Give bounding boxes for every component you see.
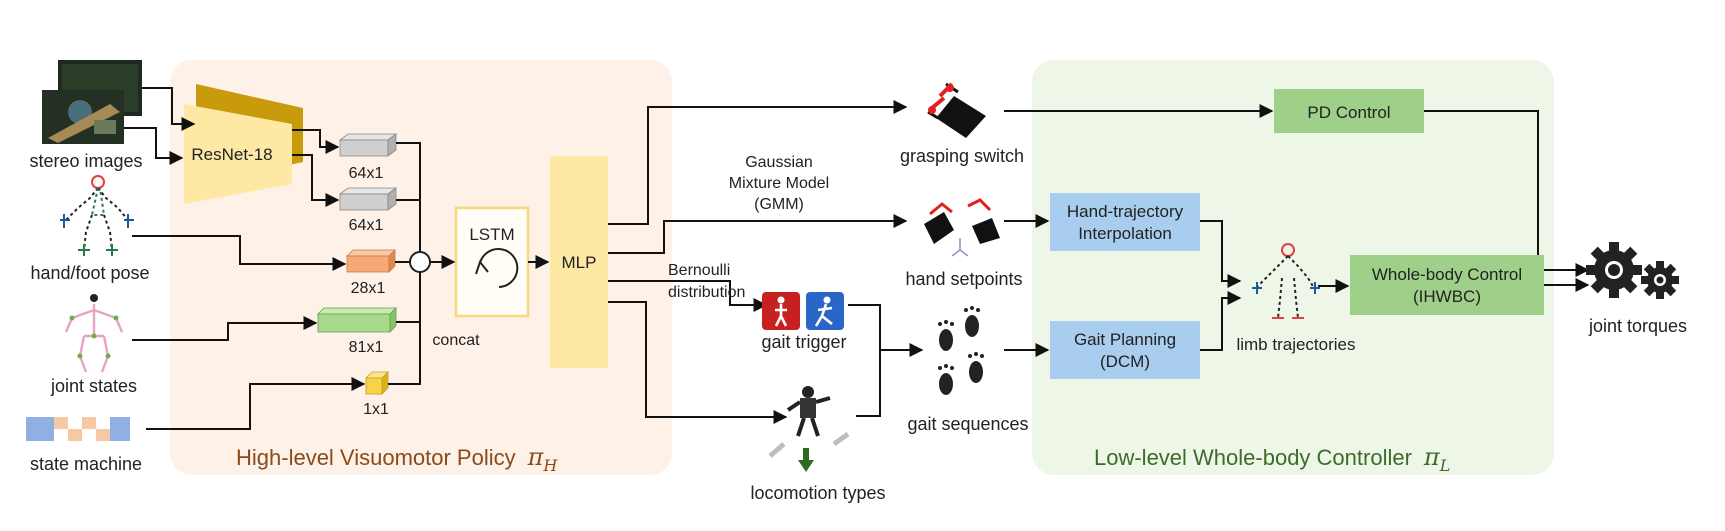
feature-block-28 [346, 249, 396, 273]
dim-label-64-a: 64x1 [349, 165, 384, 182]
hand-foot-pose-icon [60, 175, 134, 256]
pd-control-label: PD Control [1307, 103, 1390, 122]
gait-planning-box [1050, 321, 1200, 379]
dim-label-1: 1x1 [363, 401, 389, 418]
limb-trajectories-icon [1252, 243, 1320, 319]
limb-trajectories-label: limb trajectories [1236, 335, 1355, 354]
wbc-label-2: (IHWBC) [1413, 287, 1481, 306]
grasping-switch-label: grasping switch [900, 146, 1024, 166]
bernoulli-label-2: distribution [668, 284, 745, 301]
wbc-label-1: Whole-body Control [1372, 265, 1522, 284]
resnet-label: ResNet-18 [191, 145, 272, 164]
locomotion-types-icon [768, 386, 850, 472]
feature-block-64-b [338, 187, 398, 211]
locomotion-types-label: locomotion types [750, 483, 885, 503]
stereo-images-label: stereo images [29, 151, 142, 171]
gait-sequences-icon [938, 306, 984, 395]
gait-trigger-icon [762, 292, 844, 330]
state-machine-icon [26, 417, 130, 441]
gmm-label-1: Gaussian [745, 154, 813, 171]
gait-planning-label-2: (DCM) [1100, 352, 1150, 371]
connector-lines [124, 87, 1590, 430]
hand-trajectory-box [1050, 193, 1200, 251]
hand-setpoints-label: hand setpoints [905, 269, 1022, 289]
gait-trigger-label: gait trigger [761, 332, 846, 352]
lstm-label: LSTM [469, 225, 514, 244]
hand-trajectory-label-2: Interpolation [1078, 224, 1172, 243]
state-machine-label: state machine [30, 454, 142, 474]
concat-label: concat [432, 332, 480, 349]
bernoulli-label-1: Bernoulli [668, 262, 730, 279]
grasping-switch-icon [927, 82, 986, 138]
resnet-block [184, 84, 303, 204]
dim-label-64-b: 64x1 [349, 217, 384, 234]
dim-label-28: 28x1 [351, 280, 386, 297]
feature-block-1 [365, 371, 389, 395]
mlp-label: MLP [562, 253, 597, 272]
gait-planning-label-1: Gait Planning [1074, 330, 1176, 349]
feature-block-81 [317, 307, 397, 333]
dim-label-81: 81x1 [349, 339, 384, 356]
mlp-box [550, 156, 608, 368]
pd-control-box [1274, 89, 1424, 133]
gears-icon [1586, 242, 1679, 299]
joint-states-icon [64, 294, 124, 373]
joint-torques-label: joint torques [1588, 316, 1687, 336]
hand-foot-pose-label: hand/foot pose [30, 263, 149, 283]
loop-icon [475, 248, 519, 288]
gmm-label-3: (GMM) [754, 196, 804, 213]
gmm-label-2: Mixture Model [729, 175, 829, 192]
feature-block-64-a [338, 133, 398, 157]
wbc-box [1350, 255, 1544, 315]
concat-node [409, 251, 431, 273]
hand-trajectory-label-1: Hand-trajectory [1067, 202, 1184, 221]
stereo-images-icon [42, 60, 142, 144]
hand-setpoints-icon [924, 198, 1000, 257]
gait-sequences-label: gait sequences [907, 414, 1028, 434]
joint-states-label: joint states [50, 376, 137, 396]
